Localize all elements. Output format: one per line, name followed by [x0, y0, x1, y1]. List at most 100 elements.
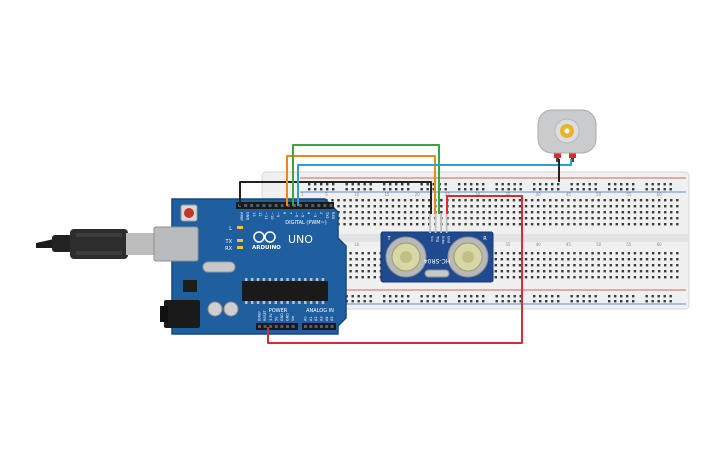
breadboard-hole — [561, 211, 564, 214]
breadboard-hole — [627, 276, 631, 279]
breadboard-hole — [633, 211, 637, 214]
breadboard-hole — [349, 205, 352, 208]
breadboard-column-label: 35 — [505, 192, 511, 197]
breadboard-hole — [573, 217, 576, 220]
breadboard-hole — [621, 205, 625, 208]
breadboard-hole — [536, 217, 540, 220]
breadboard-hole — [627, 223, 631, 226]
breadboard-hole — [615, 217, 618, 220]
breadboard-hole — [512, 264, 516, 267]
breadboard-rail-hole — [533, 183, 536, 186]
breadboard-rail-hole — [383, 188, 386, 191]
breadboard-hole — [657, 252, 661, 255]
sensor-crystal — [424, 269, 450, 278]
breadboard-hole — [397, 217, 401, 220]
breadboard-hole — [458, 217, 461, 220]
digital-pin-hole — [286, 204, 290, 207]
breadboard-hole — [639, 205, 643, 208]
analog-pin-hole — [309, 325, 313, 328]
chip-leg — [280, 278, 283, 281]
breadboard-hole — [428, 211, 431, 214]
breadboard-hole — [367, 270, 370, 273]
breadboard-hole — [579, 252, 582, 255]
chip-leg — [280, 301, 283, 304]
breadboard-hole — [518, 270, 522, 273]
breadboard-rail-hole — [594, 300, 597, 303]
breadboard-hole — [500, 199, 504, 202]
sensor-pin-label: Gnd — [447, 236, 451, 243]
breadboard-hole — [403, 217, 407, 220]
breadboard-hole — [676, 270, 679, 273]
breadboard-hole — [676, 199, 679, 202]
breadboard-rail-hole — [432, 183, 435, 186]
breadboard-rail-hole — [320, 188, 323, 191]
breadboard-column-label: 40 — [536, 242, 542, 247]
breadboard-hole — [349, 223, 352, 226]
breadboard-hole — [536, 199, 540, 202]
breadboard-hole — [379, 199, 383, 202]
breadboard-rail-hole — [651, 183, 654, 186]
breadboard-hole — [615, 223, 618, 226]
breadboard-hole — [603, 205, 606, 208]
breadboard-hole — [361, 223, 364, 226]
breadboard-column-label: 5 — [325, 192, 328, 197]
breadboard-hole — [518, 264, 522, 267]
breadboard-hole — [506, 199, 510, 202]
led-rx — [237, 246, 243, 249]
digital-pin-label: 13 — [252, 212, 256, 217]
breadboard-hole — [645, 264, 649, 267]
breadboard-rail-hole — [369, 183, 372, 186]
usb-cable-tip — [36, 239, 54, 248]
breadboard-hole — [518, 205, 522, 208]
digital-pin-hole — [262, 204, 266, 207]
breadboard-hole — [555, 223, 558, 226]
breadboard-hole — [397, 205, 401, 208]
breadboard-rail-hole — [383, 183, 386, 186]
breadboard-hole — [573, 223, 576, 226]
digital-pin-hole — [274, 204, 278, 207]
breadboard-hole — [373, 217, 376, 220]
breadboard-hole — [609, 270, 612, 273]
breadboard-rail-hole — [401, 188, 404, 191]
breadboard-hole — [621, 276, 625, 279]
breadboard-rail-hole — [482, 295, 485, 298]
led-rx-label: RX — [225, 246, 232, 252]
chip-leg — [304, 278, 307, 281]
breadboard-rail-hole — [608, 300, 611, 303]
digital-pin-hole — [329, 204, 333, 207]
breadboard-hole — [530, 205, 534, 208]
breadboard-hole — [585, 258, 588, 261]
chip-leg — [262, 301, 266, 304]
breadboard-rail-hole — [513, 188, 516, 191]
breadboard-hole — [633, 217, 637, 220]
breadboard-rail-hole — [470, 188, 473, 191]
breadboard-rail-hole — [407, 300, 410, 303]
breadboard-hole — [657, 264, 661, 267]
breadboard-hole — [561, 205, 564, 208]
power-pin-hole — [280, 325, 284, 328]
breadboard-hole — [627, 199, 631, 202]
chip-leg — [309, 278, 313, 281]
digital-pin-label: GND — [246, 212, 250, 220]
sensor-pin-label: Echo — [441, 236, 445, 244]
digital-pin-label: ~9 — [276, 212, 280, 218]
breadboard-hole — [591, 264, 594, 267]
breadboard-hole — [639, 217, 643, 220]
breadboard-hole — [530, 252, 534, 255]
chip-leg — [286, 301, 289, 304]
breadboard-hole — [337, 199, 340, 202]
analog-pin-hole — [304, 325, 307, 328]
breadboard-rail-hole — [432, 188, 435, 191]
breadboard-hole — [518, 223, 522, 226]
breadboard-hole — [524, 205, 528, 208]
breadboard-hole — [428, 205, 431, 208]
chip-leg — [298, 278, 301, 281]
breadboard-hole — [512, 223, 516, 226]
breadboard-rail-hole — [389, 188, 392, 191]
breadboard-rail-hole — [401, 183, 404, 186]
chip-leg — [245, 278, 248, 281]
breadboard-column-label: 10 — [354, 192, 360, 197]
breadboard-hole — [645, 217, 649, 220]
breadboard-hole — [543, 276, 546, 279]
breadboard-rail-hole — [420, 183, 423, 186]
